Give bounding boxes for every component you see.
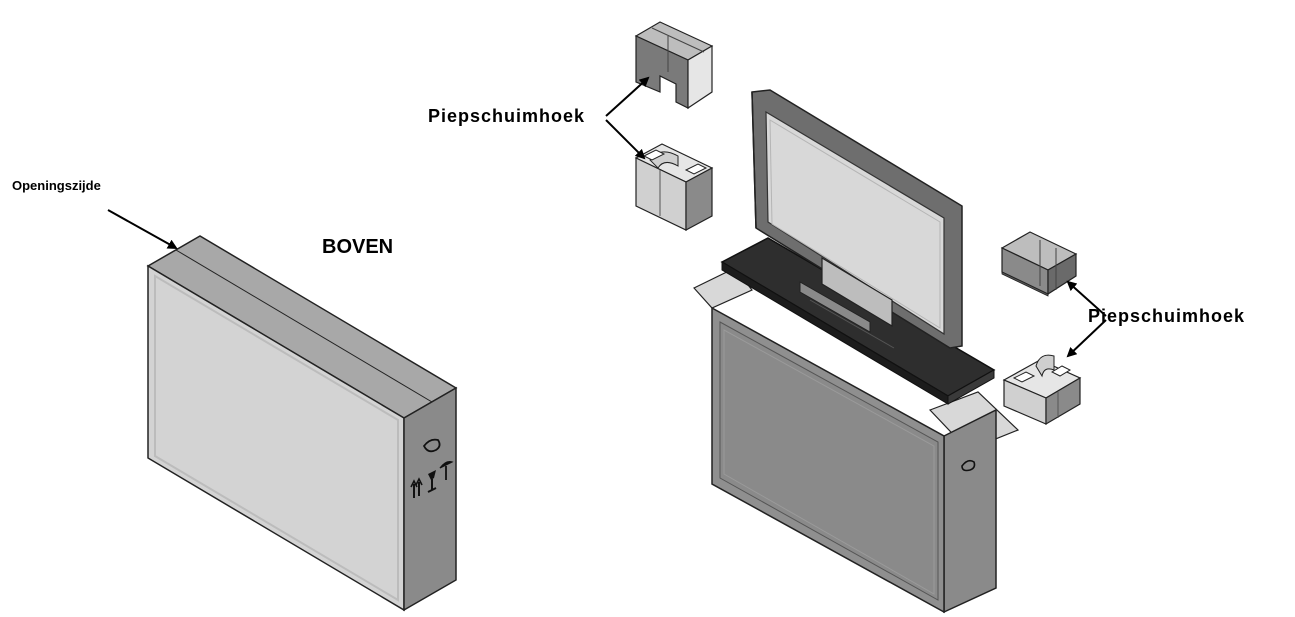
handle-hole-icon xyxy=(961,459,976,472)
foam-arrow-up-left xyxy=(605,76,650,117)
box-side-right xyxy=(943,408,997,614)
tv-neck xyxy=(821,256,893,328)
foam-corner-right-2 xyxy=(1002,354,1082,426)
foam-corner-label-right: Piepschuimhoek xyxy=(1088,306,1246,326)
foam-corner-top-1 xyxy=(634,21,714,110)
fragile-icon xyxy=(427,470,437,493)
keep-dry-icon xyxy=(439,461,454,480)
closed-shipping-box xyxy=(146,235,458,612)
box-side-face xyxy=(403,386,457,612)
opened-box-with-tv xyxy=(693,89,1020,614)
handle-hole-icon xyxy=(422,438,441,453)
foam-corner-label-top: Piepschuimhoek xyxy=(428,106,586,126)
foam-arrow-down-left xyxy=(605,119,646,160)
this-way-up-icon xyxy=(410,477,423,498)
opening-side-arrow xyxy=(107,209,178,249)
foam-corner-top-2 xyxy=(634,143,714,232)
top-side-label: BOVEN xyxy=(322,236,394,258)
foam-arrow-up-right xyxy=(1066,280,1107,317)
foam-arrow-down-right xyxy=(1066,319,1107,358)
tv-screen xyxy=(765,110,945,336)
opening-side-label: Openingszijde xyxy=(12,178,101,193)
foam-corner-right-1 xyxy=(1000,231,1078,297)
